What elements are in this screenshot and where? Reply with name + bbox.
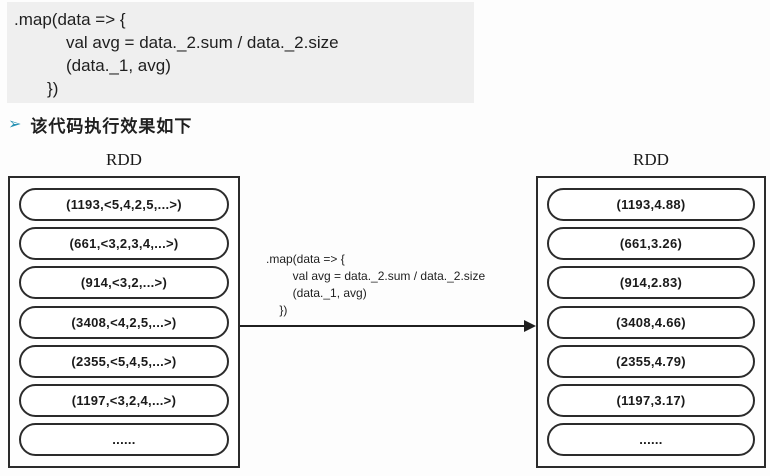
rdd-item: (3408,<4,2,5,...>) [19,305,229,339]
rdd-item: ...... [19,422,229,456]
bullet-arrow-icon: ➢ [8,115,22,133]
rdd-item: (914,<3,2,...>) [19,266,229,300]
rdd-item: (914,2.83) [547,266,755,300]
rdd-item: (1197,3.17) [547,383,755,417]
source-rdd-label: RDD [106,150,142,169]
map-arrow-head-icon [524,320,536,332]
rdd-item: (661,<3,2,3,4,...>) [19,227,229,261]
source-rdd-box: (1193,<5,4,2,5,...>) (661,<3,2,3,4,...>)… [8,176,240,468]
result-rdd-box: (1193,4.88) (661,3.26) (914,2.83) (3408,… [536,176,766,468]
bullet-row: ➢ 该代码执行效果如下 [8,112,192,137]
rdd-item: (661,3.26) [547,227,755,261]
bullet-text: 该代码执行效果如下 [30,117,193,136]
rdd-item: (1197,<3,2,4,...>) [19,383,229,417]
result-rdd-label: RDD [633,150,669,169]
transform-code: .map(data => { val avg = data._2.sum / d… [266,252,486,317]
rdd-item: ...... [547,422,755,456]
rdd-item: (2355,<5,4,5,...>) [19,344,229,378]
rdd-item: (2355,4.79) [547,344,755,378]
rdd-item: (1193,<5,4,2,5,...>) [19,188,229,222]
rdd-item: (1193,4.88) [547,188,755,222]
map-arrow-line [240,325,528,327]
code-block: .map(data => { val avg = data._2.sum / d… [7,2,474,103]
code-text: .map(data => { val avg = data._2.sum / d… [14,10,339,98]
rdd-item: (3408,4.66) [547,305,755,339]
